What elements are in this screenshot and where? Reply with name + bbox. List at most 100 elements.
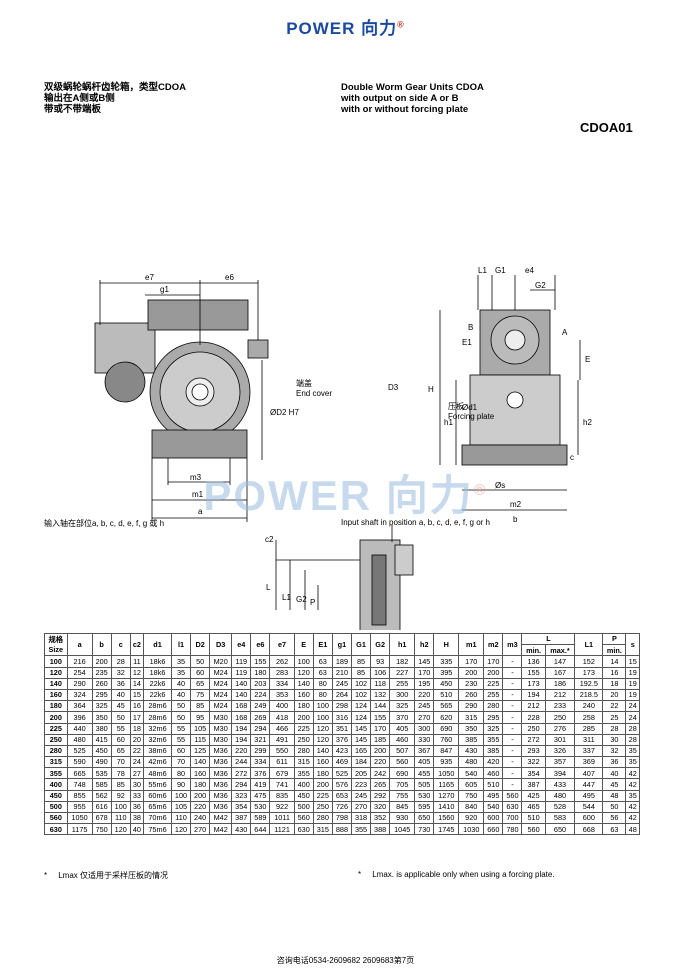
table-cell: 355: [483, 733, 504, 746]
table-cell: 102: [350, 688, 372, 702]
table-cell: 294: [250, 722, 271, 735]
table-cell: 180: [250, 666, 271, 679]
table-cell: M36: [209, 767, 233, 780]
table-cell: 30: [602, 733, 627, 746]
table-cell: 100: [170, 789, 192, 802]
table-cell: -: [502, 756, 523, 769]
table-cell: 38m6: [143, 744, 172, 758]
table-cell: 185: [370, 733, 391, 746]
table-cell: 210: [331, 666, 352, 679]
table-cell: -: [502, 722, 523, 735]
table-cell: 42: [625, 767, 640, 780]
table-cell: 78: [110, 767, 131, 780]
table-cell: 40: [602, 767, 627, 780]
table-cell: 455: [414, 767, 435, 780]
table-cell: 42m6: [143, 756, 172, 769]
table-cell: 847: [433, 744, 460, 758]
dim-e4: e4: [525, 266, 534, 275]
table-cell: 216: [66, 655, 93, 668]
watermark: POWER 向力®: [203, 472, 488, 519]
table-cell: 415: [91, 733, 112, 746]
table-cell: 254: [66, 666, 93, 679]
table-cell: 92: [110, 789, 131, 802]
table-cell: 589: [250, 811, 271, 825]
table-cell: 311: [574, 733, 604, 746]
table-cell: 24: [625, 711, 640, 724]
table-cell: 525: [66, 744, 93, 758]
shaft-caption-en: Input shaft in position a, b, c, d, e, f…: [341, 518, 490, 527]
side-view: [439, 275, 581, 511]
table-cell: 335: [433, 655, 460, 668]
table-cell: 280: [483, 700, 504, 713]
table-cell: 293: [521, 744, 546, 758]
dim-g1: g1: [160, 285, 169, 294]
table-cell: 15: [625, 655, 640, 668]
table-cell: 920: [458, 811, 485, 825]
table-cell: 705: [389, 778, 416, 791]
table-cell: 405: [389, 722, 416, 735]
table-cell: 20: [129, 733, 145, 746]
table-cell: 100: [312, 711, 333, 724]
dim-h1: h1: [444, 418, 453, 427]
dim-m1: m1: [192, 490, 204, 499]
table-cell: 30: [129, 778, 145, 791]
table-cell: 35: [625, 744, 640, 758]
table-cell: 355: [293, 767, 314, 780]
table-cell: 750: [91, 823, 112, 836]
table-cell: 270: [414, 711, 435, 724]
table-cell: 660: [483, 823, 504, 836]
table-cell: 550: [269, 744, 295, 758]
table-cell: 760: [433, 733, 460, 746]
table-cell: 798: [331, 811, 352, 825]
table-cell: 63: [312, 666, 333, 679]
table-cell: 102: [350, 677, 372, 690]
table-cell: 354: [231, 800, 252, 814]
table-cell: 700: [502, 811, 523, 825]
table-cell: 265: [370, 778, 391, 791]
table-cell: 730: [414, 823, 435, 836]
table-cell: 1560: [433, 811, 460, 825]
table-cell: 385: [483, 744, 504, 758]
table-cell: 65: [110, 744, 131, 758]
table-cell: 318: [350, 811, 372, 825]
side-A: A: [562, 328, 568, 337]
table-cell: 460: [483, 767, 504, 780]
table-cell: 450: [293, 789, 314, 802]
table-cell: 450: [91, 744, 112, 758]
table-cell: 22k6: [143, 677, 172, 690]
table-cell: 28: [602, 722, 627, 735]
table-cell: 741: [269, 778, 295, 791]
table-cell: 535: [91, 767, 112, 780]
table-cell: 351: [331, 722, 352, 735]
table-cell: M20: [209, 655, 233, 668]
table-cell: 387: [521, 778, 546, 791]
table-cell: 28: [625, 733, 640, 746]
table-cell: 353: [269, 688, 295, 702]
table-cell: 15: [129, 688, 145, 702]
table-cell: 186: [544, 677, 576, 690]
table-cell: 315: [458, 711, 485, 724]
table-cell: M30: [209, 733, 233, 746]
table-cell: 560: [502, 789, 523, 802]
table-cell: M36: [209, 800, 233, 814]
footnote-cn: * Lmax 仅适用于采样压板的情况: [44, 871, 169, 880]
table-cell: 16: [602, 666, 627, 679]
table-cell: 418: [269, 711, 295, 724]
table-cell: 250: [293, 733, 314, 746]
table-cell: 334: [269, 677, 295, 690]
table-cell: 170: [414, 666, 435, 679]
table-cell: 320: [370, 800, 391, 814]
table-cell: 36: [110, 677, 131, 690]
table-cell: 560: [293, 811, 314, 825]
size-cell: 560: [44, 811, 68, 825]
table-cell: M24: [209, 677, 233, 690]
table-cell: 50: [110, 711, 131, 724]
table-cell: 630: [293, 823, 314, 836]
table-cell: 18k6: [143, 666, 172, 679]
side-B: B: [468, 323, 473, 332]
table-cell: 466: [269, 722, 295, 735]
